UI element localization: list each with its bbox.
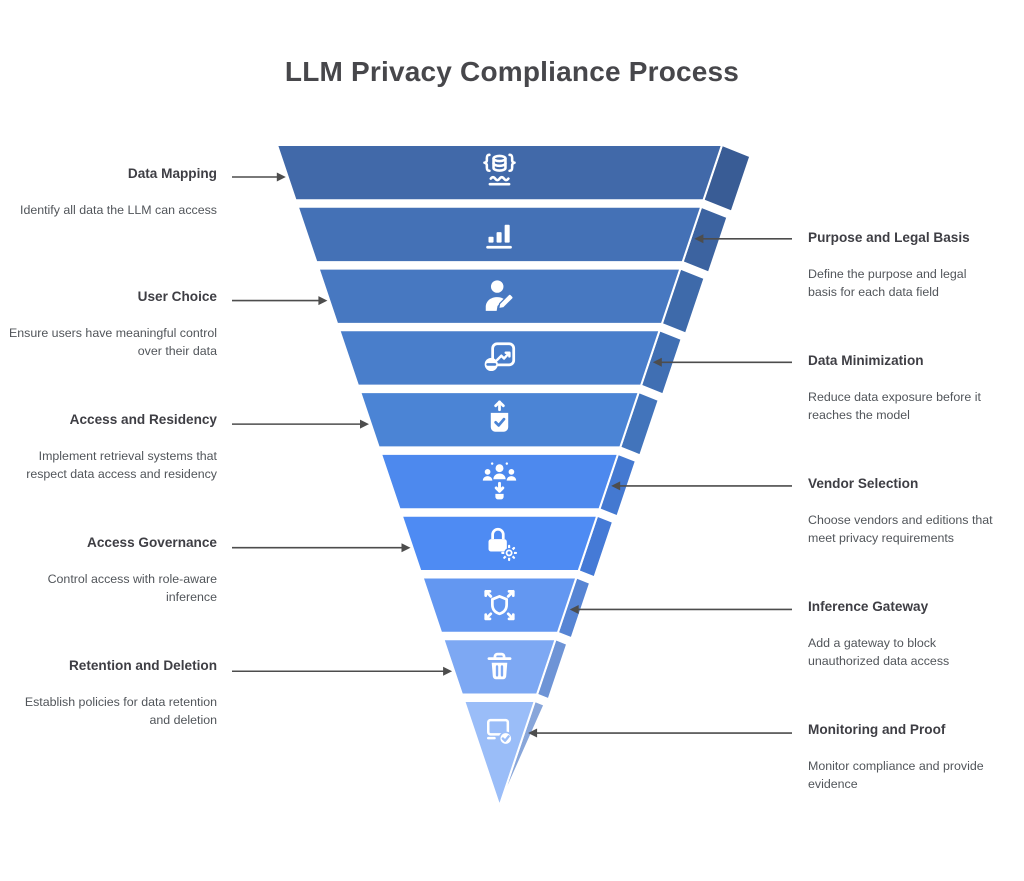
step-description: Control access with role-aware inference <box>47 572 217 604</box>
arrowhead-icon <box>401 543 411 553</box>
funnel-segment <box>380 452 619 511</box>
arrowhead-icon <box>528 728 538 738</box>
arrowhead-icon <box>276 172 286 182</box>
user-edit-icon <box>485 280 514 311</box>
arrowhead-icon <box>360 419 369 429</box>
database-braces-icon <box>483 153 516 186</box>
bag-check-icon <box>490 400 509 432</box>
arrowhead-icon <box>694 234 704 244</box>
team-select-icon <box>482 462 517 500</box>
funnel-segment <box>463 700 536 807</box>
step-description: Add a gateway to block unauthorized data… <box>808 636 950 668</box>
bar-chart-icon <box>486 224 512 249</box>
label-purpose-and-legal-basis: Purpose and Legal Basis Define the purpo… <box>808 230 998 302</box>
step-title: Retention and Deletion <box>68 658 217 673</box>
report-minus-icon <box>484 342 516 372</box>
page-title: LLM Privacy Compliance Process <box>284 56 740 87</box>
label-user-choice: User Choice Ensure users have meaningful… <box>2 289 217 361</box>
step-title: Monitoring and Proof <box>808 722 946 737</box>
step-title: Access and Residency <box>69 412 217 427</box>
arrowhead-icon <box>318 296 328 306</box>
trash-icon <box>487 652 512 680</box>
label-data-minimization: Data Minimization Reduce data exposure b… <box>808 353 998 425</box>
step-title: Inference Gateway <box>808 599 929 614</box>
step-description: Choose vendors and editions that meet pr… <box>808 513 993 545</box>
label-monitoring-and-proof: Monitoring and Proof Monitor compliance … <box>808 722 998 794</box>
step-description: Reduce data exposure before it reaches t… <box>808 390 981 422</box>
label-data-mapping: Data Mapping Identify all data the LLM c… <box>2 166 217 220</box>
step-description: Implement retrieval systems that respect… <box>26 449 217 481</box>
lock-gear-icon <box>488 527 518 562</box>
arrowhead-icon <box>443 666 453 676</box>
label-access-and-residency: Access and Residency Implement retrieval… <box>2 412 217 484</box>
step-title: Purpose and Legal Basis <box>808 230 970 245</box>
step-description: Identify all data the LLM can access <box>20 203 217 218</box>
label-access-governance: Access Governance Control access with ro… <box>2 535 217 607</box>
label-vendor-selection: Vendor Selection Choose vendors and edit… <box>808 476 998 548</box>
funnel-segment <box>276 144 723 202</box>
funnel-segment <box>317 267 682 325</box>
arrowhead-icon <box>569 605 579 614</box>
step-title: Data Minimization <box>808 353 924 368</box>
arrowhead-icon <box>611 481 621 491</box>
shield-route-icon <box>484 589 515 621</box>
step-title: Access Governance <box>87 535 217 550</box>
funnel-segment <box>421 576 578 634</box>
step-description: Monitor compliance and provide evidence <box>808 759 984 791</box>
step-title: User Choice <box>137 289 217 304</box>
step-description: Define the purpose and legal basis for e… <box>808 267 967 299</box>
step-description: Ensure users have meaningful control ove… <box>8 326 217 358</box>
monitor-check-icon <box>487 718 513 746</box>
label-inference-gateway: Inference Gateway Add a gateway to block… <box>808 599 998 671</box>
arrowhead-icon <box>652 357 662 367</box>
step-title: Data Mapping <box>127 166 217 181</box>
step-description: Establish policies for data retention an… <box>24 695 217 727</box>
label-retention-and-deletion: Retention and Deletion Establish policie… <box>2 658 217 730</box>
step-title: Vendor Selection <box>808 476 919 491</box>
